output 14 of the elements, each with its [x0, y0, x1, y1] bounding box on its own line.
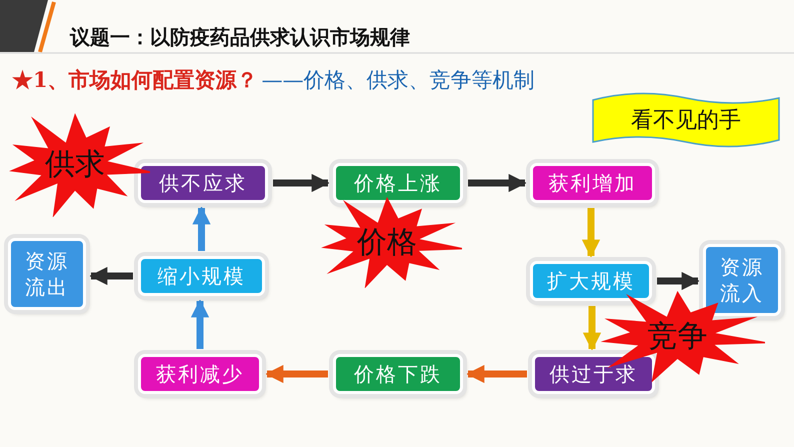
- arrow: [273, 174, 330, 192]
- question-heading: ★1、市场如何配置资源？: [12, 66, 258, 94]
- arrow: [582, 306, 602, 351]
- arrow: [89, 266, 133, 286]
- title: 议题一：以防疫药品供求认识市场规律: [70, 24, 410, 51]
- arrow: [265, 364, 328, 384]
- arrow: [192, 206, 211, 251]
- subheading: ——价格、供求、竞争等机制: [262, 67, 535, 94]
- arrow: [468, 174, 527, 192]
- ribbon-banner: 看不见的手: [592, 92, 780, 148]
- arrow: [190, 299, 210, 349]
- arrow: [582, 208, 600, 258]
- arrow: [466, 364, 527, 384]
- arrow: [657, 272, 700, 290]
